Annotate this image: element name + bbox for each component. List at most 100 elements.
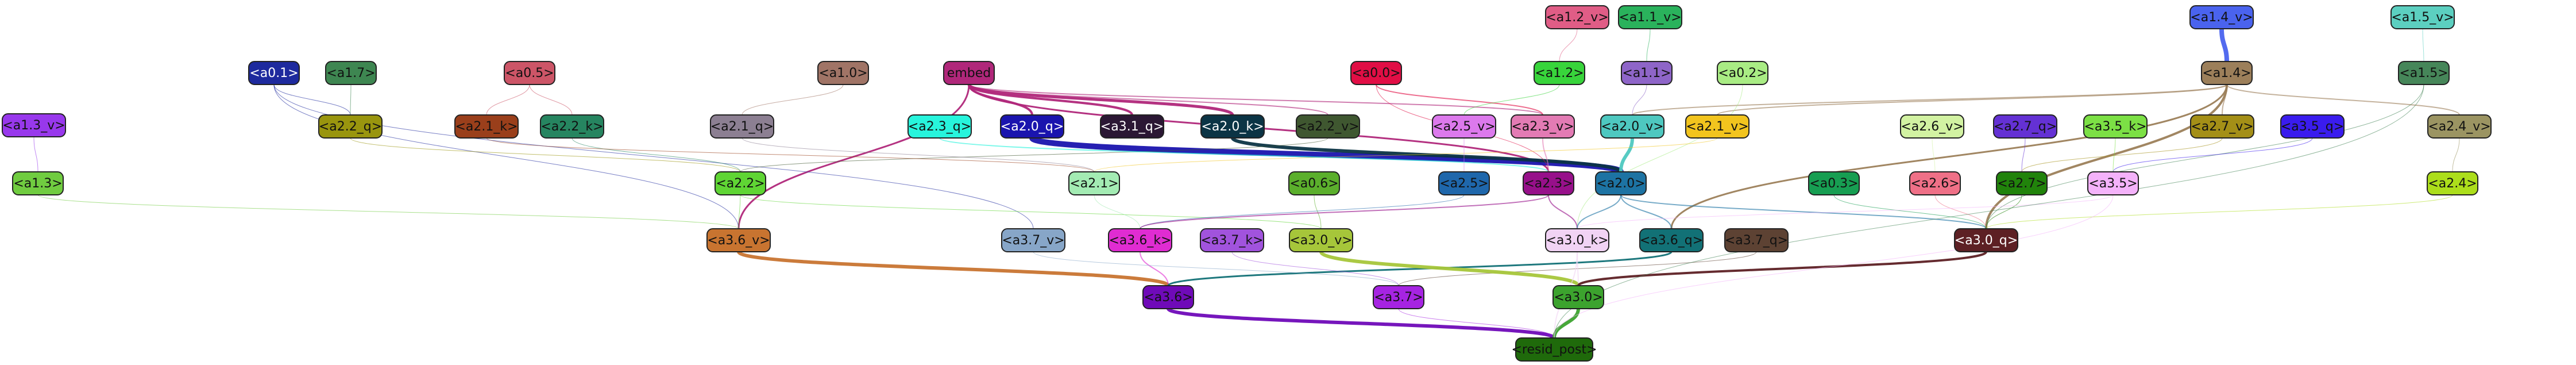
node-label: <a0.3>	[1809, 176, 1858, 191]
node-label: <a2.2>	[716, 176, 764, 191]
node-a2.1[interactable]: <a2.1>	[1068, 171, 1120, 195]
node-a3.6_k[interactable]: <a3.6_k>	[1108, 228, 1172, 252]
node-a2.6[interactable]: <a2.6>	[1909, 171, 1961, 195]
node-label: <a2.0_k>	[1201, 120, 1264, 134]
node-box	[2201, 61, 2253, 85]
node-a2.7[interactable]: <a2.7>	[1996, 171, 2048, 195]
node-a1.2_v[interactable]: <a1.2_v>	[1545, 5, 1609, 29]
node-a1.3_v[interactable]: <a1.3_v>	[2, 113, 66, 137]
node-box	[454, 114, 519, 139]
node-label: <a2.1_q>	[710, 120, 774, 134]
node-a1.5[interactable]: <a1.5>	[2398, 61, 2450, 85]
node-a3.7_v[interactable]: <a3.7_v>	[1001, 228, 1065, 252]
edge-a3.6_k-to-a3.6	[1140, 251, 1169, 286]
node-a2.4_v[interactable]: <a2.4_v>	[2427, 114, 2492, 139]
edge-a2.4-to-a3.0_q	[1986, 194, 2453, 229]
node-a3.0[interactable]: <a3.0>	[1552, 285, 1604, 309]
node-a3.7_q[interactable]: <a3.7_q>	[1724, 228, 1789, 252]
node-label: <a1.4_v>	[2190, 10, 2253, 25]
node-a1.4_v[interactable]: <a1.4_v>	[2189, 5, 2254, 29]
node-a0.5[interactable]: <a0.5>	[504, 61, 555, 85]
node-a2.1_v[interactable]: <a2.1_v>	[1685, 114, 1749, 139]
node-a0.6[interactable]: <a0.6>	[1288, 171, 1340, 195]
edge-a0.2-to-a3.0_k	[1577, 84, 1743, 229]
node-box	[1595, 171, 1647, 195]
node-box	[1639, 228, 1704, 252]
node-a1.7[interactable]: <a1.7>	[325, 61, 377, 85]
edge-a2.1-to-a3.6_k	[1094, 194, 1141, 229]
node-a2.2_q[interactable]: <a2.2_q>	[318, 114, 383, 139]
node-a2.1_k[interactable]: <a2.1_k>	[454, 114, 519, 139]
edge-a2.1_k-to-a2.1	[486, 137, 1095, 172]
node-box	[1142, 285, 1194, 309]
edge-a3.5_q-to-a3.5	[2112, 137, 2313, 172]
node-a1.0[interactable]: <a1.0>	[817, 61, 869, 85]
node-box	[1200, 114, 1265, 139]
node-a3.5_k[interactable]: <a3.5_k>	[2083, 114, 2148, 139]
edge-embed-to-a2.2_v	[968, 84, 1328, 116]
node-a2.0_q[interactable]: <a2.0_q>	[1000, 114, 1064, 139]
node-label: <a1.5>	[2399, 66, 2448, 80]
edge-a2.2_k-to-a2.2	[571, 137, 741, 172]
node-label: <a3.5>	[2088, 176, 2137, 191]
edge-a2.2_q-to-a2.2	[350, 137, 741, 172]
node-embed[interactable]: embed	[943, 61, 995, 85]
node-a0.1[interactable]: <a0.1>	[248, 61, 300, 85]
node-a2.0[interactable]: <a2.0>	[1595, 171, 1647, 195]
node-a2.7_v[interactable]: <a2.7_v>	[2190, 114, 2254, 139]
node-a2.5_v[interactable]: <a2.5_v>	[1432, 114, 1496, 139]
node-a3.7_k[interactable]: <a3.7_k>	[1200, 228, 1264, 252]
node-a2.3_v[interactable]: <a2.3_v>	[1511, 114, 1575, 139]
node-a2.5[interactable]: <a2.5>	[1438, 171, 1490, 195]
node-a0.3[interactable]: <a0.3>	[1808, 171, 1860, 195]
node-box	[1545, 5, 1609, 29]
node-a3.5_q[interactable]: <a3.5_q>	[2280, 114, 2345, 139]
node-box	[715, 171, 766, 195]
node-a1.2[interactable]: <a1.2>	[1534, 61, 1585, 85]
node-label: <a1.3_v>	[2, 118, 65, 133]
node-a1.1[interactable]: <a1.1>	[1621, 61, 1673, 85]
node-a2.2_v[interactable]: <a2.2_v>	[1296, 114, 1360, 139]
edge-a2.6_v-to-a2.6	[1932, 137, 1936, 172]
node-label: <a3.0_v>	[1289, 233, 1352, 248]
node-a3.0_k[interactable]: <a3.0_k>	[1545, 228, 1609, 252]
node-a2.1_q[interactable]: <a2.1_q>	[710, 114, 774, 139]
node-a2.0_v[interactable]: <a2.0_v>	[1600, 114, 1664, 139]
node-a3.7[interactable]: <a3.7>	[1373, 285, 1424, 309]
edge-a0.5-to-a2.2_k	[529, 84, 573, 116]
node-a1.4[interactable]: <a1.4>	[2201, 61, 2253, 85]
edge-a2.6-to-a3.0_q	[1934, 194, 1987, 229]
edge-a0.1-to-a3.6_v	[273, 84, 739, 229]
node-a3.6[interactable]: <a3.6>	[1142, 285, 1194, 309]
edge-a3.7-to-resid_post	[1398, 308, 1555, 339]
node-label: <a3.7_q>	[1725, 233, 1788, 248]
node-a3.0_v[interactable]: <a3.0_v>	[1289, 228, 1353, 252]
node-a2.2_k[interactable]: <a2.2_k>	[540, 114, 604, 139]
node-label: <a2.0>	[1596, 176, 1645, 191]
edge-a1.4-to-a2.0_v	[1632, 84, 2227, 116]
node-a2.6_v[interactable]: <a2.6_v>	[1900, 114, 1964, 139]
node-a3.1_q[interactable]: <a3.1_q>	[1100, 114, 1164, 139]
node-a2.7_q[interactable]: <a2.7_q>	[1993, 114, 2057, 139]
node-a2.0_k[interactable]: <a2.0_k>	[1200, 114, 1265, 139]
node-a1.3[interactable]: <a1.3>	[12, 171, 64, 195]
node-a1.5_v[interactable]: <a1.5_v>	[2390, 5, 2455, 29]
edge-a1.2-to-a2.5_v	[1463, 84, 1560, 116]
node-a2.3_q[interactable]: <a2.3_q>	[907, 114, 972, 139]
node-label: <a1.2_v>	[1546, 10, 1608, 25]
node-a3.5[interactable]: <a3.5>	[2087, 171, 2139, 195]
node-a2.3[interactable]: <a2.3>	[1523, 171, 1574, 195]
node-a0.0[interactable]: <a0.0>	[1350, 61, 1402, 85]
node-a3.6_q[interactable]: <a3.6_q>	[1639, 228, 1704, 252]
node-box	[1996, 171, 2048, 195]
node-a1.1_v[interactable]: <a1.1_v>	[1618, 5, 1682, 29]
node-a3.0_q[interactable]: <a3.0_q>	[1954, 228, 2018, 252]
node-a2.4[interactable]: <a2.4>	[2427, 171, 2478, 195]
node-a2.2[interactable]: <a2.2>	[715, 171, 766, 195]
node-a0.2[interactable]: <a0.2>	[1717, 61, 1768, 85]
edge-a1.4-to-a2.7_v	[2222, 84, 2227, 116]
node-box	[1523, 171, 1574, 195]
node-a3.6_v[interactable]: <a3.6_v>	[706, 228, 771, 252]
edge-a2.0-to-a3.0_q	[1620, 194, 1987, 229]
node-resid_post[interactable]: <resid_post>	[1511, 337, 1597, 362]
